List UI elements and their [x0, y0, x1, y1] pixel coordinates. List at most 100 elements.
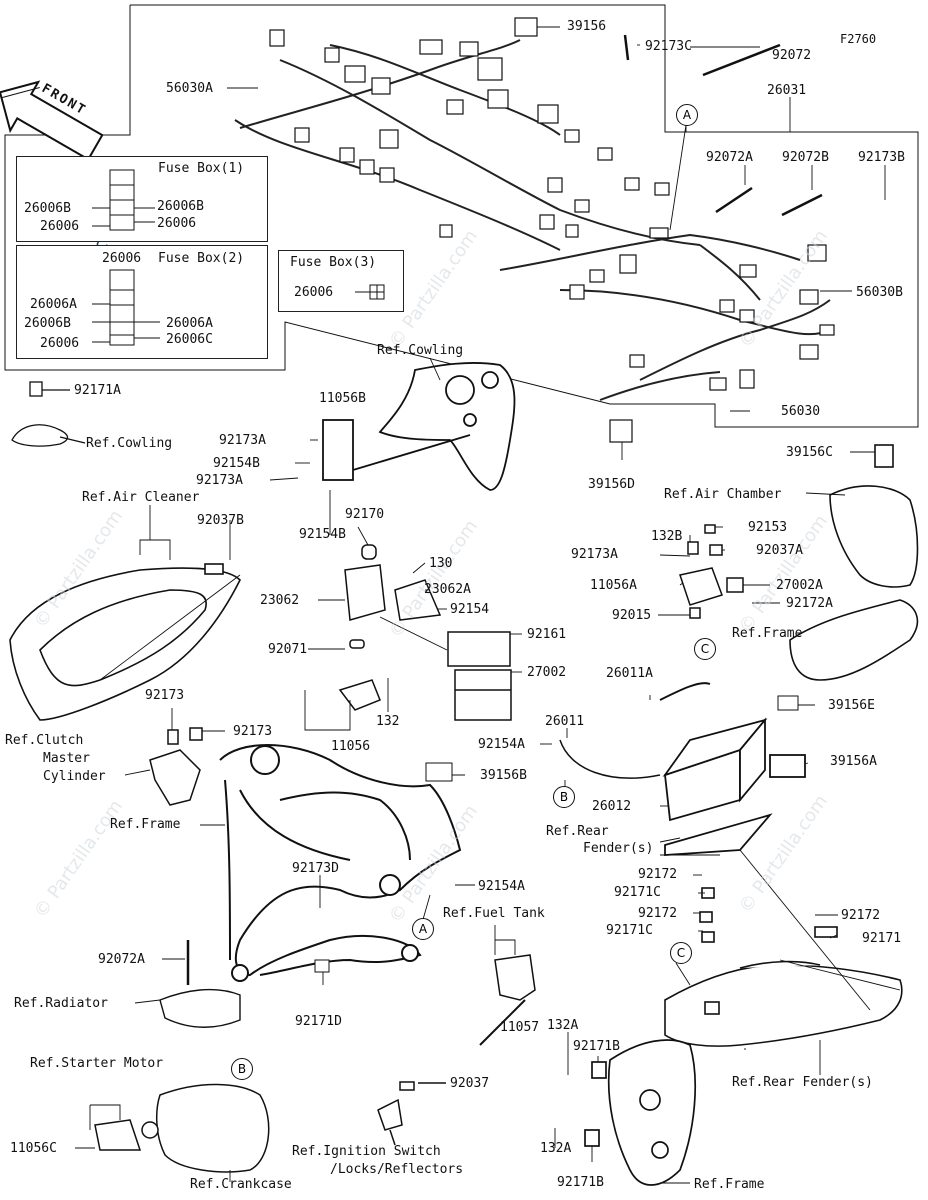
- ref-label: Ref.Air Cleaner: [82, 490, 200, 505]
- fuse-label: 26006B: [24, 316, 71, 331]
- part-callout: 11056: [331, 739, 371, 754]
- leader-lines-9: [75, 1104, 231, 1182]
- cowling-clip-drawing: [11, 381, 86, 447]
- fuse-label: 26006: [40, 336, 80, 351]
- battery-drawing: [559, 682, 806, 856]
- part-callout: 92171D: [295, 1014, 342, 1029]
- battery-bracket-drawing: [679, 524, 744, 619]
- frame-right-drawing: [789, 599, 919, 681]
- part-callout: 92037: [450, 1076, 490, 1091]
- part-callout: 92171A: [74, 383, 121, 398]
- ecu-bracket-drawing: [338, 544, 512, 721]
- marker-c: C: [694, 638, 716, 660]
- part-callout: 92154: [450, 602, 490, 617]
- fuse-label: 26006: [294, 285, 334, 300]
- part-callout: 92171C: [614, 885, 661, 900]
- part-callout: 92161: [527, 627, 567, 642]
- part-callout: 92171B: [557, 1175, 604, 1190]
- marker-b: B: [231, 1058, 253, 1080]
- part-callout: 92173A: [571, 547, 618, 562]
- leader-lines-10: [554, 1032, 690, 1184]
- ref-label: Ref.Starter Motor: [30, 1056, 164, 1071]
- part-callout: 11056C: [10, 1141, 57, 1156]
- tie-strap-icon: [623, 34, 823, 217]
- crankcase-drawing: [94, 1083, 270, 1173]
- fuse-label: 26006B: [157, 199, 204, 214]
- ref-label: Ref.Crankcase: [190, 1177, 292, 1192]
- fuse-box-2: [16, 245, 268, 359]
- air-cleaner-drawing: [9, 563, 241, 721]
- part-callout: 39156E: [828, 698, 875, 713]
- part-callout: 39156D: [588, 477, 635, 492]
- part-callout: 26031: [767, 83, 807, 98]
- part-callout: 26012: [592, 799, 632, 814]
- ref-label: /Locks/Reflectors: [330, 1162, 464, 1177]
- ref-label: Ref.Cowling: [377, 343, 464, 358]
- marker-a: A: [676, 104, 698, 126]
- part-callout: 92172A: [786, 596, 833, 611]
- part-callout: 92172: [638, 867, 678, 882]
- part-callout: 92173: [233, 724, 273, 739]
- part-callout: 26011A: [606, 666, 653, 681]
- part-callout: 92154A: [478, 879, 525, 894]
- part-callout: 56030B: [856, 285, 903, 300]
- fuse-label: 26006: [157, 216, 197, 231]
- part-callout: 92173B: [858, 150, 905, 165]
- part-callout: 92173: [145, 688, 185, 703]
- part-callout: 92173C: [645, 39, 692, 54]
- rear-fender-drawing: [664, 887, 903, 1047]
- cowling-bracket-drawing: [322, 362, 516, 491]
- ref-label: Ref.Rear Fender(s): [732, 1075, 873, 1090]
- part-callout: 130: [429, 556, 453, 571]
- part-callout: 92170: [345, 507, 385, 522]
- part-callout: 92072A: [98, 952, 145, 967]
- ref-label: Ref.Radiator: [14, 996, 108, 1011]
- clutch-cylinder-drawing: [149, 727, 203, 806]
- part-callout: 56030: [781, 404, 821, 419]
- ref-label: Ref.Frame: [732, 626, 803, 641]
- leader-lines-8: [660, 849, 901, 1075]
- part-callout: 27002: [527, 665, 567, 680]
- part-callout: 92171C: [606, 923, 653, 938]
- part-callout: 92172: [841, 908, 881, 923]
- part-callout: 92037A: [756, 543, 803, 558]
- figure-code: F2760: [840, 32, 877, 46]
- part-callout: 92154A: [478, 737, 525, 752]
- part-callout: 92171: [862, 931, 902, 946]
- part-callout: 39156: [567, 19, 607, 34]
- part-callout: 11056B: [319, 391, 366, 406]
- part-callout: 92154B: [299, 527, 346, 542]
- fuse-box-graphics-overlay: [92, 169, 385, 346]
- fuse-label: 26006C: [166, 332, 213, 347]
- part-callout: 11057: [500, 1020, 540, 1035]
- ref-label: Ref.Rear: [546, 824, 609, 839]
- part-callout: 23062: [260, 593, 300, 608]
- part-callout: 92037B: [197, 513, 244, 528]
- ref-label: Master: [43, 751, 90, 766]
- part-callout: 92173D: [292, 861, 339, 876]
- label-sticker: [425, 762, 453, 782]
- label-39156E: [777, 695, 799, 711]
- fuse-box-1: [16, 156, 268, 242]
- fuse-box-2-title: Fuse Box(2): [158, 251, 245, 266]
- part-callout: 92072A: [706, 150, 753, 165]
- harness-connectors: [269, 17, 835, 443]
- ref-label: Ref.Frame: [694, 1177, 765, 1192]
- ref-label: Ref.Frame: [110, 817, 181, 832]
- part-callout: 132A: [540, 1141, 572, 1156]
- fuse-label: 26006: [102, 251, 142, 266]
- part-callout: 92154B: [213, 456, 260, 471]
- radiator-bracket-drawing: [159, 988, 241, 1028]
- part-callout: 26011: [545, 714, 585, 729]
- main-harness-drawing: [234, 39, 831, 401]
- part-callout: 132B: [651, 529, 683, 544]
- air-chamber-drawing: [829, 444, 919, 588]
- part-callout: 39156C: [786, 445, 833, 460]
- part-callout: 27002A: [776, 578, 823, 593]
- fuse-label: 26006A: [166, 316, 213, 331]
- part-callout: 92153: [748, 520, 788, 535]
- fuse-label: 26006A: [30, 297, 77, 312]
- marker-b: B: [553, 786, 575, 808]
- part-callout: 56030A: [166, 81, 213, 96]
- part-callout: 92072: [772, 48, 812, 63]
